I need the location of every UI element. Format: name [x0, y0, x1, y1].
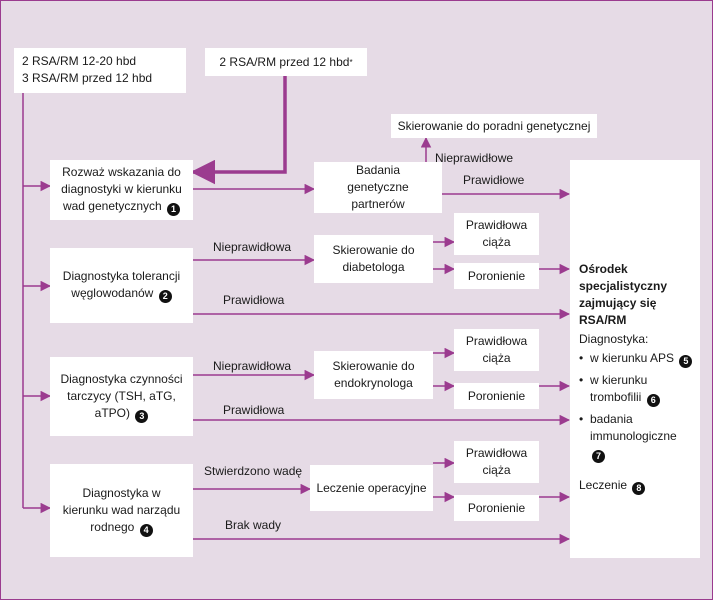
miscarriage-box-3: Poronienie: [454, 383, 539, 409]
specialist-center-box: Ośrodek specjalistyczny zajmujący się RS…: [570, 160, 700, 558]
pregnancy-text-3: Prawidłowa ciąża: [465, 334, 528, 365]
start-right-mark: *: [349, 57, 353, 67]
normal-label-3: Prawidłowa: [223, 403, 285, 417]
partners-test-box: Badania genetyczne partnerów: [314, 162, 442, 213]
abnormal-label-3: Nieprawidłowa: [213, 359, 292, 373]
num-badge-1: 1: [167, 203, 181, 216]
anatomy-test-text: Diagnostyka w kierunku wad narządu rodne…: [62, 485, 181, 534]
start-right-text: 2 RSA/RM przed 12 hbd: [219, 54, 350, 69]
pregnancy-box-4: Prawidłowa ciąża: [454, 441, 539, 483]
num-badge-6: 6: [646, 394, 660, 407]
diabetologist-box: Skierowanie do diabetologa: [314, 235, 433, 283]
partners-test-text: Badania genetyczne partnerów: [347, 163, 409, 211]
endocrinologist-text: Skierowanie do endokrynologa: [332, 359, 415, 390]
center-title: Ośrodek specjalistyczny zajmujący się RS…: [579, 262, 668, 327]
diag-item-thrombophilia: w kierunku trombofilii 6: [579, 372, 694, 407]
miscarriage-text-3: Poronienie: [467, 388, 526, 403]
num-badge-8: 8: [632, 482, 646, 495]
num-badge-3: 3: [135, 409, 149, 423]
start-left-line1: 2 RSA/RM 12-20 hbd: [22, 54, 137, 68]
thyroid-test-text: Diagnostyka czynności tarczycy (TSH, aTG…: [60, 371, 183, 420]
surgery-text: Leczenie operacyjne: [316, 480, 427, 495]
treatment-text: Leczenie: [579, 478, 628, 492]
miscarriage-text-4: Poronienie: [467, 500, 526, 515]
genetic-clinic-text: Skierowanie do poradni genetycznej: [397, 118, 591, 133]
glucose-test-text: Diagnostyka tolerancji węglowodanów: [62, 269, 181, 300]
found-defect-label: Stwierdzono wadę: [204, 464, 303, 478]
genetic-clinic-box: Skierowanie do poradni genetycznej: [391, 114, 597, 138]
num-badge-4: 4: [139, 523, 153, 537]
start-right-box: 2 RSA/RM przed 12 hbd*: [205, 48, 367, 76]
miscarriage-text-2: Poronienie: [467, 268, 526, 283]
diagnostics-label: Diagnostyka:: [579, 332, 649, 346]
anatomy-test-box: Diagnostyka w kierunku wad narządu rodne…: [50, 464, 193, 557]
normal-label-1: Prawidłowe: [463, 173, 525, 187]
miscarriage-box-2: Poronienie: [454, 263, 539, 289]
diabetologist-text: Skierowanie do diabetologa: [332, 243, 415, 274]
num-badge-2: 2: [158, 290, 172, 303]
abnormal-label-1: Nieprawidłowe: [435, 151, 514, 165]
normal-label-2: Prawidłowa: [223, 293, 285, 307]
pregnancy-box-3: Prawidłowa ciąża: [454, 329, 539, 371]
no-defect-label: Brak wady: [225, 518, 282, 532]
endocrinologist-box: Skierowanie do endokrynologa: [314, 351, 433, 399]
abnormal-label-2: Nieprawidłowa: [213, 240, 292, 254]
miscarriage-box-4: Poronienie: [454, 495, 539, 521]
surgery-box: Leczenie operacyjne: [310, 465, 433, 511]
diag-item-immunological: badania immunologiczne 7: [579, 411, 694, 463]
glucose-test-box: Diagnostyka tolerancji węglowodanów 2: [50, 248, 193, 323]
diag-item-aps: w kierunku APS 5: [579, 350, 694, 368]
consider-genetic-box: Rozważ wskazania do diagnostyki w kierun…: [50, 160, 193, 220]
treatment-line: Leczenie 8: [579, 477, 694, 495]
start-left-box: 2 RSA/RM 12-20 hbd 3 RSA/RM przed 12 hbd: [14, 48, 186, 93]
pregnancy-text-4: Prawidłowa ciąża: [465, 446, 528, 477]
diagnostics-list: w kierunku APS 5 w kierunku trombofilii …: [579, 350, 694, 463]
pregnancy-text-2: Prawidłowa ciąża: [465, 218, 528, 249]
num-badge-7: 7: [592, 450, 605, 463]
num-badge-5: 5: [679, 355, 693, 368]
thick-arrow: [190, 76, 287, 185]
start-left-line2: 3 RSA/RM przed 12 hbd: [22, 71, 153, 85]
pregnancy-box-2: Prawidłowa ciąża: [454, 213, 539, 255]
consider-genetic-text: Rozważ wskazania do diagnostyki w kierun…: [61, 165, 182, 213]
thyroid-test-box: Diagnostyka czynności tarczycy (TSH, aTG…: [50, 357, 193, 436]
